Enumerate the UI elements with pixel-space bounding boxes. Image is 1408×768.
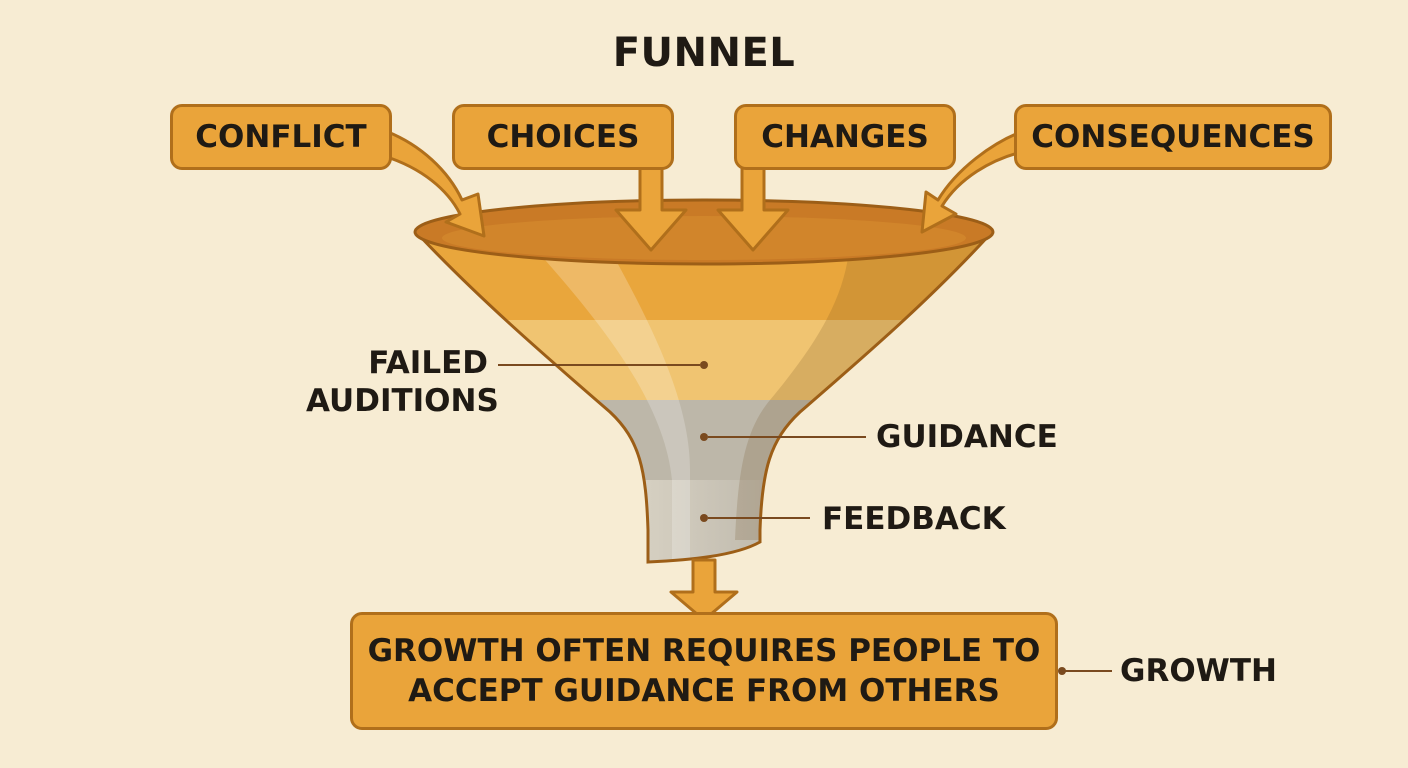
arrow-changes bbox=[716, 166, 790, 252]
input-arrows bbox=[382, 128, 1032, 252]
growth-statement-line2: ACCEPT GUIDANCE FROM OTHERS bbox=[408, 673, 1000, 709]
label-growth: GROWTH bbox=[1120, 653, 1277, 689]
diagram-title: FUNNEL bbox=[612, 30, 796, 76]
input-box-conflict: CONFLICT bbox=[170, 104, 392, 170]
arrow-choices bbox=[614, 166, 688, 252]
growth-statement-line1: GROWTH OFTEN REQUIRES PEOPLE TO bbox=[367, 633, 1041, 669]
input-box-consequences: CONSEQUENCES bbox=[1014, 104, 1332, 170]
label-failed-auditions: FAILED AUDITIONS bbox=[306, 345, 499, 419]
arrow-consequences bbox=[920, 128, 1032, 234]
leader-lines bbox=[498, 361, 1112, 675]
label-feedback: FEEDBACK bbox=[822, 501, 1006, 537]
input-box-choices: CHOICES bbox=[452, 104, 674, 170]
label-guidance: GUIDANCE bbox=[876, 419, 1058, 455]
output-arrow bbox=[669, 558, 739, 622]
arrow-conflict bbox=[382, 130, 486, 238]
growth-statement-box: GROWTH OFTEN REQUIRES PEOPLE TO ACCEPT G… bbox=[350, 612, 1058, 730]
input-box-changes: CHANGES bbox=[734, 104, 956, 170]
